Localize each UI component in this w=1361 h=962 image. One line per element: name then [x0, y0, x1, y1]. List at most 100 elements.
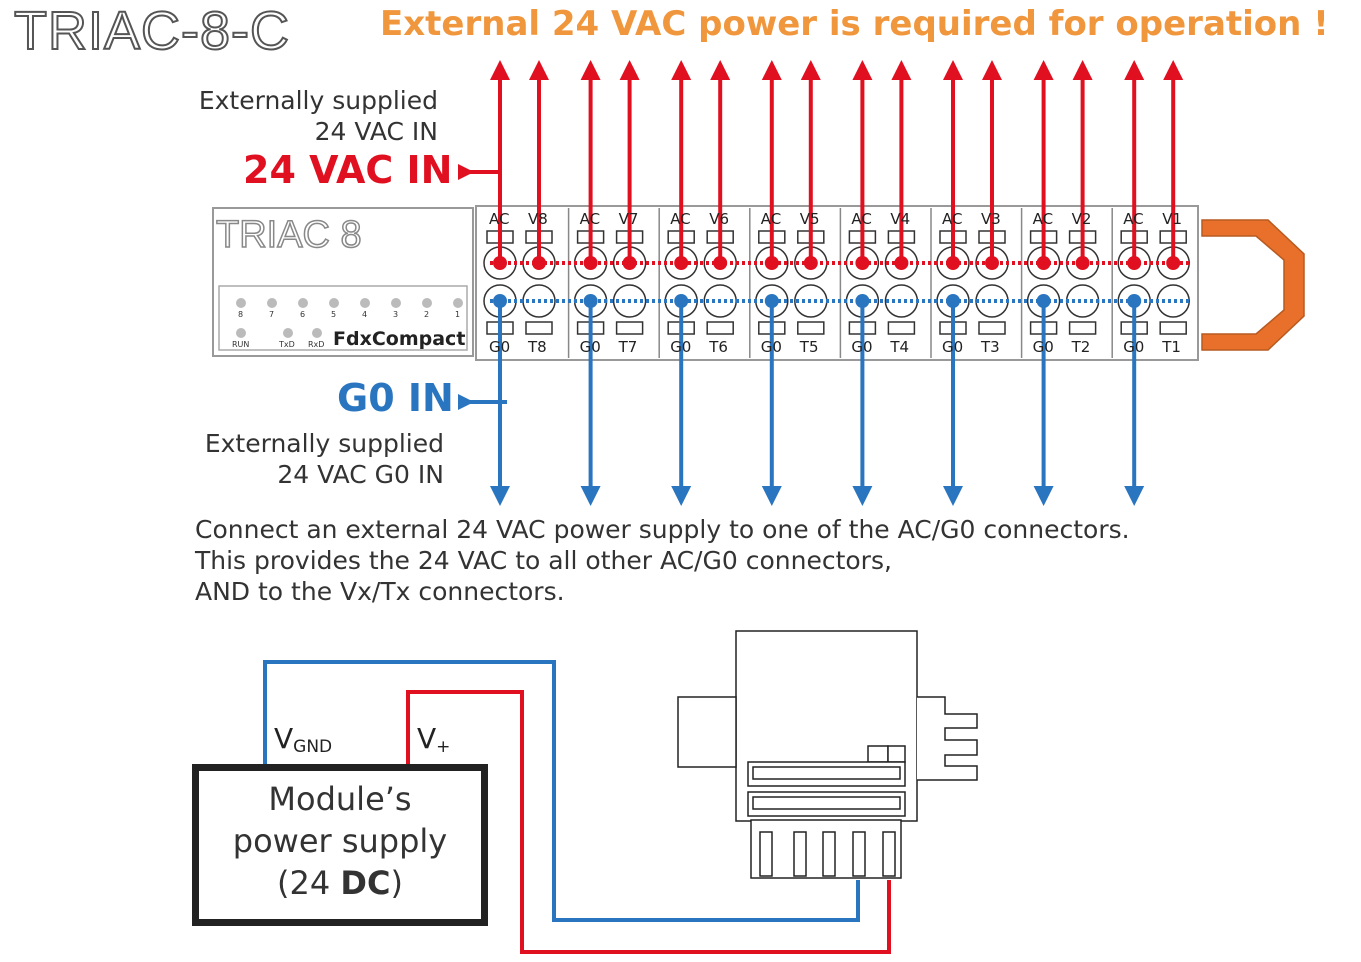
arrow-up-icon — [800, 60, 821, 80]
power-supply-label: Module’s power supply (24 DC) — [192, 778, 488, 904]
terminal-label-bottom: T1 — [1162, 338, 1181, 356]
terminal-label-bottom: G0 — [489, 338, 511, 356]
power-connector-drawing — [677, 630, 978, 879]
terminal-screw-bottom — [1065, 284, 1100, 318]
ac-in-note-line1: Externally supplied — [198, 86, 438, 115]
terminal-label-bottom: T2 — [1071, 338, 1091, 356]
led-dot — [391, 298, 401, 308]
terminal-label-top: V5 — [799, 210, 820, 228]
ac-in-note-line2: 24 VAC IN — [314, 117, 438, 146]
terminal-label-top: V8 — [528, 210, 548, 228]
arrow-up-icon — [852, 60, 873, 80]
arrow-up-icon — [891, 60, 912, 80]
terminal-label-top: AC — [942, 210, 963, 228]
terminal-label-bottom: T7 — [618, 338, 638, 356]
terminal-label-top: V7 — [618, 210, 639, 228]
terminal-tab-bottom — [797, 321, 825, 335]
led-dot — [236, 298, 246, 308]
end-connector-orange — [1201, 219, 1305, 351]
ac-terminal-dot — [493, 256, 507, 270]
terminal-tab-bottom — [706, 321, 734, 335]
arrow-down-icon — [852, 486, 873, 506]
arrow-down-icon — [671, 486, 692, 506]
arrow-up-icon — [529, 60, 549, 80]
ac-in-note: Externally supplied 24 VAC IN — [150, 85, 438, 147]
ac-terminal-dot — [674, 256, 689, 270]
arrow-up-icon — [1033, 60, 1054, 80]
terminal-tab-bottom — [978, 321, 1006, 335]
terminal-label-bottom: T3 — [981, 338, 1000, 356]
terminal-label-top: AC — [670, 210, 691, 228]
arrow-down-icon — [761, 486, 782, 506]
description-line: Connect an external 24 VAC power supply … — [195, 515, 1130, 544]
description-line: AND to the Vx/Tx connectors. — [195, 577, 565, 606]
vplus-main: V — [417, 722, 437, 755]
arrow-down-icon — [490, 486, 510, 506]
g0-terminal-dot — [764, 294, 779, 308]
ac-in-label: 24 VAC IN — [243, 148, 453, 192]
ac-terminal-dot — [1166, 256, 1181, 270]
led-dot — [267, 298, 277, 308]
ac-terminal-dot — [946, 256, 960, 270]
arrow-up-icon — [1163, 60, 1184, 80]
vgnd-sub: GND — [293, 737, 333, 757]
led-label: 7 — [269, 310, 275, 319]
arrow-down-icon — [580, 486, 601, 506]
vplus-wire — [406, 690, 891, 954]
description: Connect an external 24 VAC power supply … — [195, 514, 1130, 607]
ac-terminal-dot — [1075, 256, 1090, 270]
arrow-down-icon — [1124, 486, 1145, 506]
terminal-label-bottom: T6 — [709, 338, 728, 356]
power-supply-line3: (24 DC) — [192, 862, 488, 904]
led-label: RUN — [232, 340, 250, 349]
ac-terminal-dot — [532, 256, 546, 270]
g0-terminal-dot — [583, 294, 598, 308]
terminal-tab-bottom — [525, 321, 553, 335]
g0-terminal-dot — [1127, 294, 1142, 308]
arrow-up-icon — [490, 60, 510, 80]
vplus-sub: + — [436, 737, 451, 757]
arrow-down-icon — [1033, 486, 1054, 506]
arrow-up-icon — [671, 60, 692, 80]
terminal-tab-bottom — [1159, 321, 1187, 335]
terminal-label-top: AC — [579, 210, 601, 228]
warning-banner: External 24 VAC power is required for op… — [380, 4, 1329, 44]
led-dot — [453, 298, 463, 308]
terminal-label-top: AC — [489, 210, 510, 228]
terminal-label-bottom: T8 — [528, 338, 547, 356]
g0-terminal-dot — [946, 294, 960, 308]
g0-terminal-dot — [493, 294, 507, 308]
terminal-label-top: V1 — [1162, 210, 1182, 228]
terminal-label-top: AC — [851, 210, 872, 228]
terminal-label-top: V4 — [890, 210, 911, 228]
ac-terminal-dot — [713, 256, 728, 270]
terminal-tab-bottom — [1068, 321, 1097, 335]
terminal-dividers — [567, 208, 1113, 358]
arrow-up-icon — [1072, 60, 1093, 80]
vgnd-main: V — [274, 722, 294, 755]
ac-terminal-dot — [583, 256, 598, 270]
ac-wires — [490, 60, 1184, 270]
led-label: 2 — [424, 310, 430, 319]
g0-terminal-dot — [855, 294, 870, 308]
arrow-up-icon — [761, 60, 782, 80]
ac-terminal-dot — [894, 256, 909, 270]
terminal-tab-bottom — [887, 321, 916, 335]
g0-in-note: Externally supplied 24 VAC G0 IN — [150, 428, 444, 490]
arrow-down-icon — [943, 486, 963, 506]
terminal-label-bottom: G0 — [1032, 338, 1054, 356]
arrow-up-icon — [1124, 60, 1145, 80]
power-supply-line3-prefix: (24 — [277, 864, 341, 902]
ac-terminal-dot — [764, 256, 779, 270]
led-dot — [422, 298, 432, 308]
arrow-up-icon — [710, 60, 731, 80]
terminal-screw-bottom — [975, 284, 1009, 318]
g0-terminal-dot — [674, 294, 689, 308]
g0-terminal-dot — [1036, 294, 1051, 308]
terminal-label-top: V2 — [1071, 210, 1092, 228]
ac-terminal-dot — [1036, 256, 1051, 270]
module-brand: FdxCompact — [333, 328, 466, 350]
description-line: This provides the 24 VAC to all other AC… — [195, 546, 892, 575]
g0-wires — [490, 294, 1145, 506]
